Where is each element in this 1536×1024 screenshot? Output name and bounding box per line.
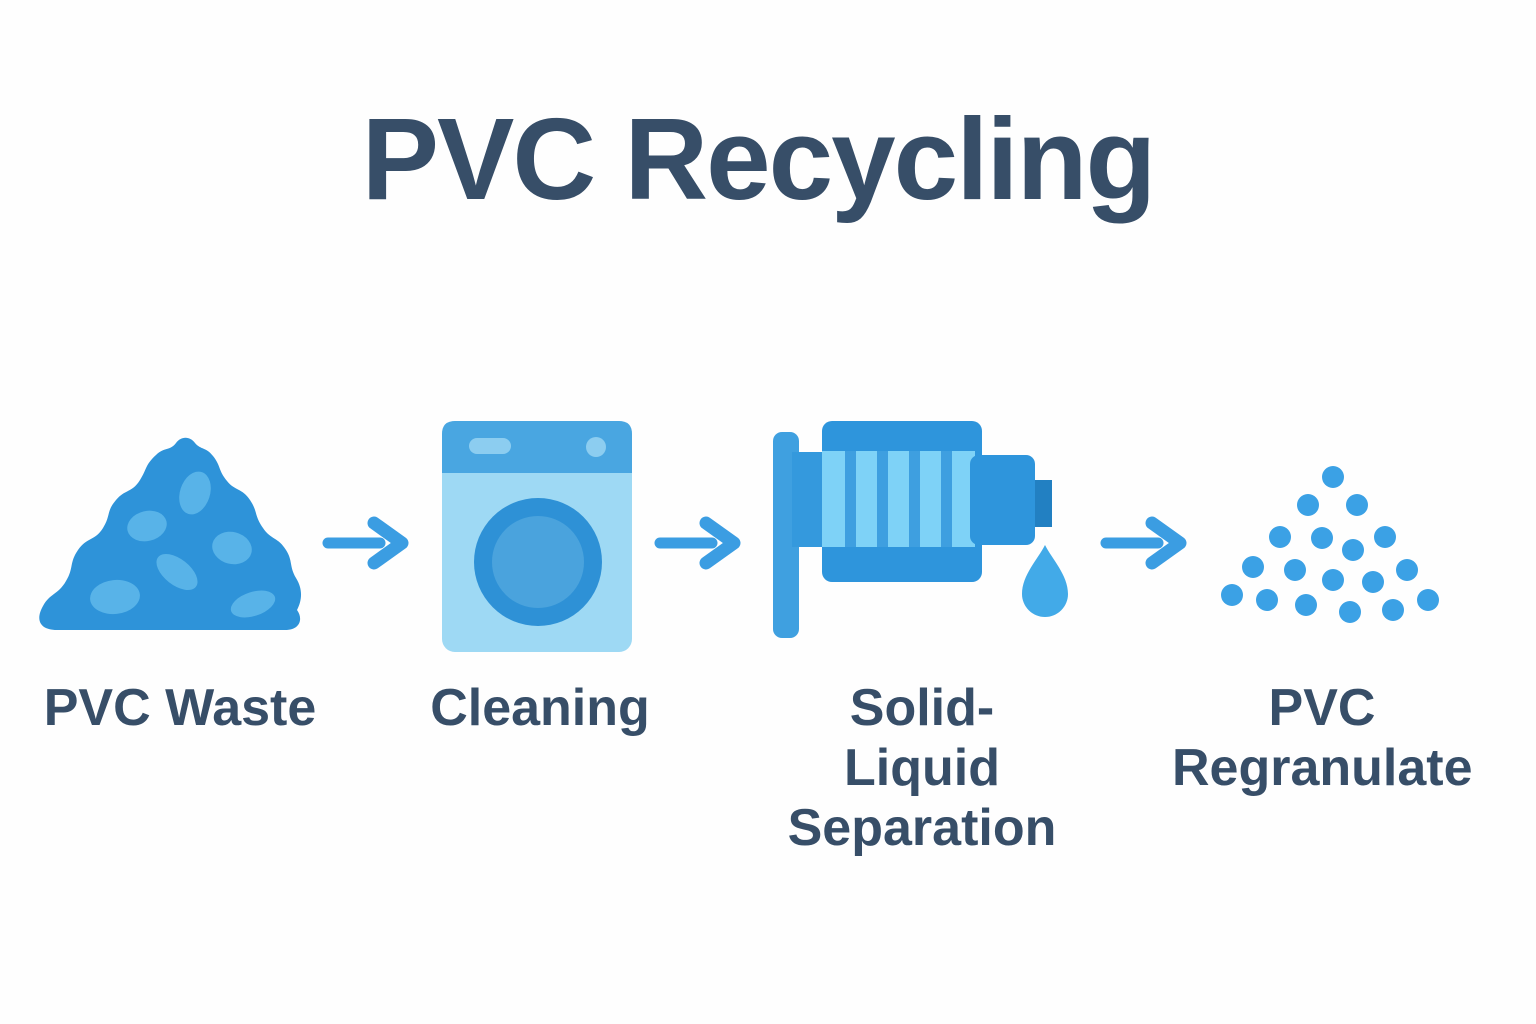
stage-label-line: PVC Waste xyxy=(43,679,317,737)
granulate-dot xyxy=(1256,589,1278,611)
washing-machine-svg xyxy=(442,421,632,652)
granulate-dot xyxy=(1396,559,1418,581)
granulate-dot xyxy=(1269,526,1291,548)
arrow-svg xyxy=(654,516,741,570)
granulate-dot xyxy=(1346,494,1368,516)
granulate-dot xyxy=(1295,594,1317,616)
granulate-dot xyxy=(1339,601,1361,623)
stage-label-line: PVC xyxy=(1268,679,1376,737)
arrow-icon xyxy=(320,514,412,572)
granulate-dot xyxy=(1221,584,1243,606)
stage-label-line: Solid-Liquid xyxy=(844,679,1000,797)
granulate-dot xyxy=(1342,539,1364,561)
arrow-svg xyxy=(322,516,409,570)
stage-label-line: Separation xyxy=(787,799,1057,857)
stage-label-pvc-regranulate: PVC Regranulate xyxy=(1172,678,1473,798)
granulate-dot xyxy=(1297,494,1319,516)
granulate-dot xyxy=(1362,571,1384,593)
stage-label-line: Cleaning xyxy=(430,679,650,737)
arrow-svg xyxy=(1100,516,1187,570)
granulate-dot xyxy=(1322,466,1344,488)
granulate-pile-icon xyxy=(1215,460,1445,635)
arrow-icon xyxy=(652,514,744,572)
waste-pile-icon xyxy=(35,430,305,642)
washing-machine-icon xyxy=(442,421,632,652)
granulate-dot xyxy=(1311,527,1333,549)
granulate-dot xyxy=(1284,559,1306,581)
stage-label-pvc-waste: PVC Waste xyxy=(30,678,330,738)
waste-pile-svg xyxy=(39,437,302,630)
arrow-icon xyxy=(1098,514,1190,572)
granulate-pile-svg xyxy=(1221,466,1439,623)
stage-label-line: Regranulate xyxy=(1172,739,1473,797)
granulate-dot xyxy=(1322,569,1344,591)
granulate-dot xyxy=(1242,556,1264,578)
centrifuge-svg xyxy=(773,421,1068,638)
granulate-dot xyxy=(1382,599,1404,621)
granulate-dot xyxy=(1417,589,1439,611)
granulate-dot xyxy=(1374,526,1396,548)
centrifuge-icon xyxy=(770,415,1070,660)
stage-label-cleaning: Cleaning xyxy=(390,678,690,738)
page-title: PVC Recycling xyxy=(361,94,1157,224)
granulate-dots xyxy=(1221,466,1439,623)
stage-label-solid-liquid-separation: Solid-Liquid Separation xyxy=(772,678,1072,858)
